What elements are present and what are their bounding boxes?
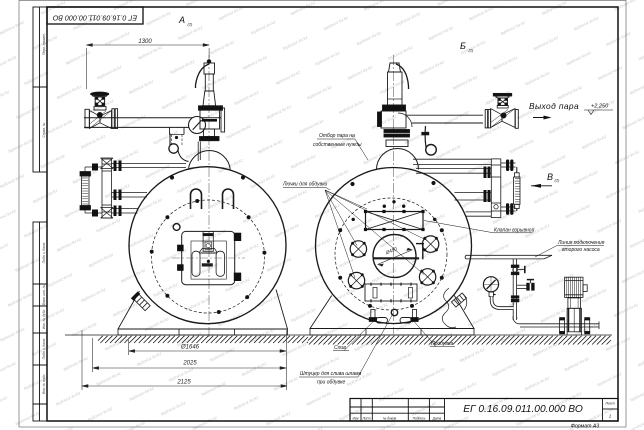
svg-text:Б: Б xyxy=(460,41,466,51)
svg-text:собственные нужды: собственные нужды xyxy=(313,142,362,148)
svg-text:ЕГ 0.16.09.011.00.000 ВО: ЕГ 0.16.09.011.00.000 ВО xyxy=(52,14,137,23)
svg-text:№ докум.: № докум. xyxy=(383,416,397,420)
svg-text:+2,250: +2,250 xyxy=(591,104,609,110)
svg-text:Подп. и дата: Подп. и дата xyxy=(42,339,46,360)
svg-text:(2): (2) xyxy=(188,22,194,27)
svg-text:teplovoz-kv.kz: teplovoz-kv.kz xyxy=(370,420,397,430)
svg-text:Выход пара: Выход пара xyxy=(529,101,579,111)
svg-text:Штуцер для слива шлама: Штуцер для слива шлама xyxy=(300,371,362,377)
svg-text:Слив: Слив xyxy=(334,345,346,351)
svg-text:Лючки для обдувки: Лючки для обдувки xyxy=(282,182,328,188)
svg-text:Взам. инв. №: Взам. инв. № xyxy=(42,284,46,305)
svg-text:teplovoz-kv.kz: teplovoz-kv.kz xyxy=(363,0,390,11)
svg-text:Продувка: Продувка xyxy=(431,341,453,347)
svg-text:2025: 2025 xyxy=(182,361,197,367)
svg-text:Инв. № дубл.: Инв. № дубл. xyxy=(42,309,46,329)
svg-text:teplovoz-kv.kz: teplovoz-kv.kz xyxy=(120,420,147,430)
svg-text:1: 1 xyxy=(609,414,611,419)
svg-text:ЕГ 0.16.09.011.00.000 ВО: ЕГ 0.16.09.011.00.000 ВО xyxy=(463,404,583,415)
svg-text:Справ. №: Справ. № xyxy=(42,122,46,137)
svg-text:Ø1646: Ø1646 xyxy=(180,345,200,351)
svg-text:Дата: Дата xyxy=(432,416,442,420)
svg-text:Ø450: Ø450 xyxy=(384,246,398,257)
svg-text:Перв. примен.: Перв. примен. xyxy=(42,33,46,55)
svg-text:Отбор пара на: Отбор пара на xyxy=(319,133,355,139)
svg-text:Изм: Изм xyxy=(353,416,360,420)
svg-text:Формат А3: Формат А3 xyxy=(571,424,599,430)
svg-text:А: А xyxy=(178,15,185,25)
svg-text:1300: 1300 xyxy=(138,39,152,45)
svg-text:Лист: Лист xyxy=(604,402,614,406)
svg-text:В: В xyxy=(547,172,553,182)
svg-text:Подп. и дата: Подп. и дата xyxy=(42,243,46,264)
svg-text:teplovoz-kv.kz: teplovoz-kv.kz xyxy=(613,0,640,12)
svg-text:teplovoz-kv.kz: teplovoz-kv.kz xyxy=(113,0,140,11)
svg-text:при обдувке: при обдувке xyxy=(317,380,346,386)
svg-text:второго насоса: второго насоса xyxy=(562,247,600,253)
svg-text:Подпись: Подпись xyxy=(413,416,426,420)
svg-text:(2): (2) xyxy=(555,178,561,183)
svg-text:Лист: Лист xyxy=(361,416,371,420)
svg-text:Инв. № подл.: Инв. № подл. xyxy=(42,374,46,395)
svg-text:Линия подключения: Линия подключения xyxy=(557,240,605,246)
svg-text:(2): (2) xyxy=(469,48,475,53)
svg-text:2125: 2125 xyxy=(176,380,191,386)
svg-text:Клапан взрывной: Клапан взрывной xyxy=(494,226,535,233)
